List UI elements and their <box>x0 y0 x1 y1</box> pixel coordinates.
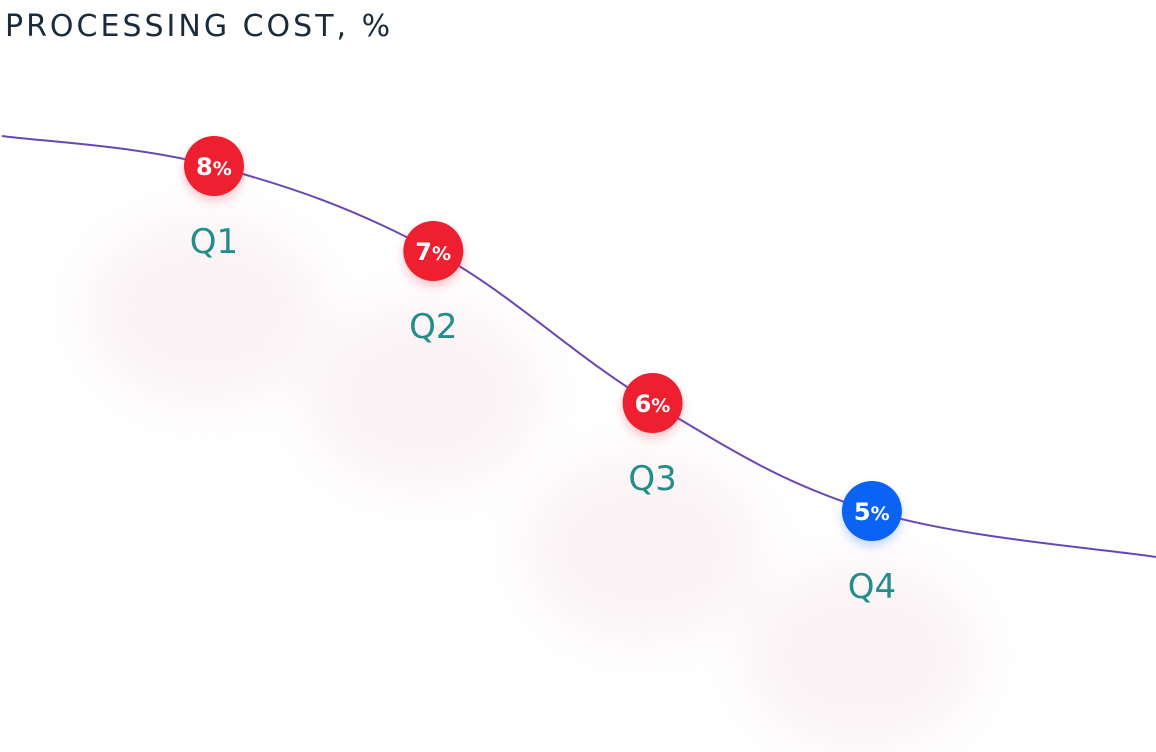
point-value-label: 7% <box>415 238 451 266</box>
chart-title: PROCESSING COST, % <box>5 9 394 44</box>
glow-layer <box>84 216 982 751</box>
point-marker <box>841 481 902 541</box>
category-label-q1: Q1 <box>190 222 238 262</box>
data-point-q3[interactable]: 6% Q3 <box>622 373 683 499</box>
point-value-label: 5% <box>854 498 890 526</box>
point-value-number: 5 <box>854 498 871 526</box>
point-value-label: 8% <box>196 153 232 181</box>
point-glow <box>741 561 982 751</box>
data-point-q2[interactable]: 7% Q2 <box>403 221 464 347</box>
point-glow <box>84 216 324 406</box>
category-label-q2: Q2 <box>409 307 457 347</box>
points-layer: 8% Q1 7% Q2 6% Q3 5% Q4 <box>184 136 902 607</box>
point-value-label: 6% <box>635 390 671 418</box>
point-marker <box>622 373 683 433</box>
point-value-unit: % <box>651 395 670 417</box>
point-glow <box>522 453 763 643</box>
point-value-unit: % <box>432 243 451 265</box>
point-glow <box>303 301 544 491</box>
point-value-unit: % <box>871 503 890 525</box>
data-point-q1[interactable]: 8% Q1 <box>184 136 244 262</box>
point-marker <box>184 136 244 196</box>
point-value-number: 6 <box>635 390 652 418</box>
point-value-number: 8 <box>196 153 213 181</box>
point-marker <box>403 221 464 281</box>
category-label-q3: Q3 <box>628 459 676 499</box>
category-label-q4: Q4 <box>848 567 896 607</box>
point-value-unit: % <box>213 158 232 180</box>
point-value-number: 7 <box>415 238 432 266</box>
data-point-q4[interactable]: 5% Q4 <box>841 481 902 607</box>
